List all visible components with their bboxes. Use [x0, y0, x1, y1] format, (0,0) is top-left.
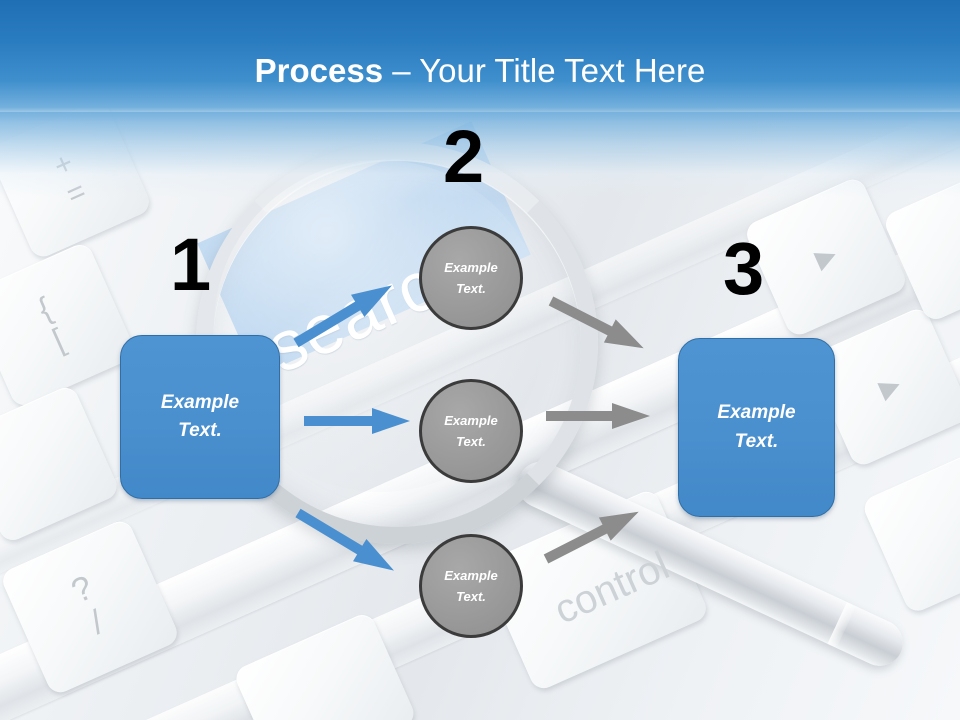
arrow-box-to-circle-middle: [304, 408, 410, 434]
process-box-left-line2: Text.: [178, 420, 222, 441]
process-box-left[interactable]: Example Text.: [120, 335, 280, 499]
arrow-box-to-circle-bottom: [291, 502, 400, 582]
arrow-circle-top-to-box: [545, 289, 649, 359]
arrow-key-triangle-icon: ▶: [810, 238, 841, 275]
process-circle-bottom-line2: Text.: [456, 589, 486, 604]
arrow-box-to-circle-top: [289, 274, 398, 354]
process-circle-top[interactable]: Example Text.: [419, 226, 523, 330]
process-circle-bottom-line1: Example: [444, 567, 498, 583]
keycap-glyph-bottom: =: [61, 174, 92, 212]
step-number-3: 3: [723, 227, 765, 310]
keycap-glyph-bottom: [: [47, 321, 70, 358]
page-title-bold: Process: [254, 52, 384, 89]
page-title-rest: – Your Title Text Here: [383, 52, 706, 89]
process-box-left-line1: Example: [160, 391, 240, 413]
process-circle-middle-line1: Example: [444, 412, 498, 428]
process-box-right-line2: Text.: [734, 430, 779, 452]
step-number-1: 1: [170, 223, 212, 306]
process-circle-middle-line2: Text.: [456, 434, 486, 449]
process-circle-middle[interactable]: Example Text.: [419, 379, 523, 483]
arrow-circle-bottom-to-box: [540, 500, 644, 570]
keycap-glyph-top: {: [32, 290, 58, 328]
process-circle-top-line1: Example: [444, 259, 498, 275]
keycap-glyph-bottom: /: [84, 603, 109, 642]
process-box-right[interactable]: Example Text.: [678, 338, 835, 517]
arrow-key-triangle-icon: ▶: [874, 368, 905, 405]
slide-header-band: [0, 0, 960, 122]
arrow-circle-middle-to-box: [546, 403, 650, 429]
process-circle-top-line2: Text.: [456, 281, 486, 296]
step-number-2: 2: [443, 115, 485, 198]
process-circle-bottom[interactable]: Example Text.: [419, 534, 523, 638]
page-title: Process – Your Title Text Here: [0, 52, 960, 90]
keycap-glyph-top: +: [48, 145, 79, 184]
process-box-right-line1: Example: [717, 402, 796, 423]
keycap-glyph-top: ?: [66, 568, 99, 612]
